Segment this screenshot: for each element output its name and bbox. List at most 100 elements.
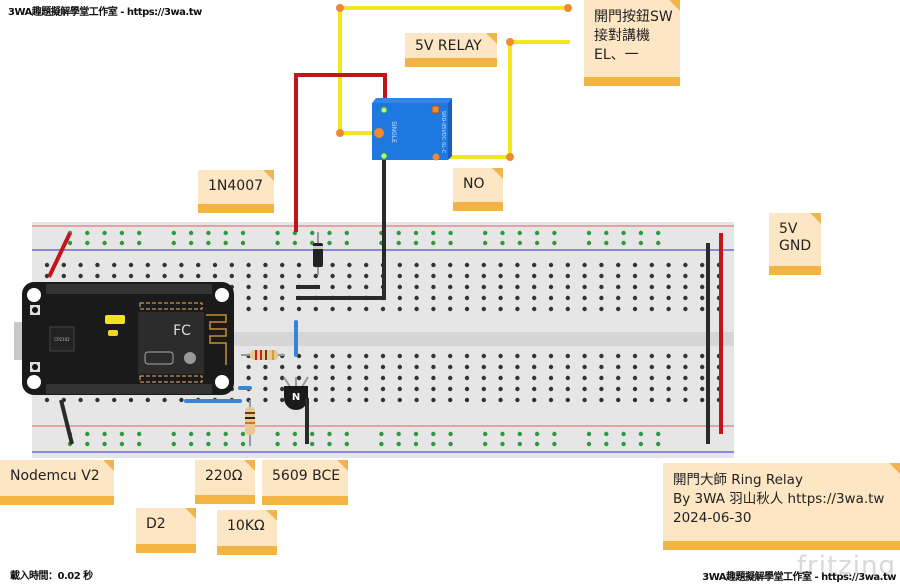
breadboard-hole [280,284,285,290]
breadboard-hole [548,375,554,381]
note-d2[interactable]: D2 [136,508,196,553]
breadboard-hole [263,386,268,392]
breadboard-hole [330,397,335,403]
wire-end [564,4,572,12]
note-transistor[interactable]: 5609 BCE [262,460,348,505]
breadboard-hole [599,273,604,279]
breadboard-hole [666,353,671,359]
note-nodemcu[interactable]: Nodemcu V2 [0,460,114,505]
breadboard-hole [517,441,522,447]
breadboard-hole [582,353,587,359]
breadboard-hole [448,306,453,312]
breadboard-hole [229,262,234,268]
breadboard-hole [364,353,369,359]
breadboard-hole [171,240,176,246]
breadboard-hole [431,284,436,290]
breadboard-hole [649,386,654,392]
breadboard-hole [128,397,134,403]
breadboard-hole [498,262,503,268]
note-text: 1N4007 [208,178,264,194]
breadboard-hole [586,240,592,246]
note-diode[interactable]: 1N4007 [198,170,274,213]
breadboard-hole [632,262,638,268]
transistor-5609: N [283,376,309,410]
breadboard-hole [464,273,470,279]
breadboard-hole [481,386,486,392]
note-r220[interactable]: 220Ω [195,460,255,504]
breadboard-hole [330,386,335,392]
breadboard-hole [448,240,453,246]
breadboard-hole [179,262,184,268]
breadboard-hole [330,306,335,312]
breadboard-hole [188,230,194,236]
breadboard-hole [240,441,246,447]
breadboard-hole [599,364,604,370]
breadboard-hole [638,240,644,246]
breadboard-hole [498,364,503,370]
breadboard-hole [44,262,50,268]
breadboard-hole [586,431,592,437]
breadboard-hole [344,441,349,447]
wire-black-gnd [59,399,74,445]
note-r10k[interactable]: 10KΩ [217,510,277,555]
breadboard-hole [263,364,268,370]
breadboard-hole [548,284,554,290]
breadboard-hole [666,273,671,279]
breadboard-hole [464,262,470,268]
breadboard-hole [599,397,604,403]
breadboard-hole [379,441,384,447]
breadboard-hole [112,273,117,279]
relay-body [372,103,448,160]
relay-pin [380,106,388,114]
breadboard-hole [649,262,654,268]
breadboard-hole [500,441,505,447]
note-title[interactable]: 開門大師 Ring Relay By 3WA 羽山秋人 https://3wa.… [663,463,900,550]
breadboard-hole [448,295,453,301]
breadboard-hole [616,364,621,370]
header-bottom [46,384,212,394]
note-power[interactable]: 5V GND [769,213,821,275]
note-text: Nodemcu V2 [10,468,100,484]
breadboard-hole [621,230,626,236]
breadboard-hole [431,295,436,301]
note-relay[interactable]: 5V RELAY [405,33,497,67]
breadboard-hole [616,284,621,290]
breadboard-hole [431,240,436,246]
breadboard-hole [246,306,251,312]
breadboard-hole [330,284,335,290]
breadboard-hole [532,353,537,359]
breadboard-hole [330,353,335,359]
breadboard-hole [78,262,83,268]
relay-label: SINGLE [390,121,397,143]
breadboard-hole [240,431,246,437]
resistor-band [265,350,267,360]
note-switch[interactable]: 開門按鈕SW 接對講機 EL、一 [584,0,680,86]
breadboard-hole [347,353,352,359]
breadboard-hole [162,397,167,403]
breadboard-hole [397,397,402,403]
note-fold [103,460,114,471]
breadboard-hole [78,273,83,279]
breadboard-hole [448,431,453,437]
note-fold [810,213,821,224]
breadboard-hole [582,273,587,279]
breadboard-hole [481,397,486,403]
breadboard-hole [481,273,486,279]
breadboard-hole [347,364,352,370]
breadboard-hole [380,397,386,403]
breadboard-hole [280,364,285,370]
breadboard-hole [67,240,73,246]
breadboard-hole [380,375,386,381]
breadboard-hole [565,375,570,381]
note-no[interactable]: NO [453,168,503,211]
breadboard-hole [246,375,251,381]
breadboard-hole [85,441,90,447]
breadboard-hole [515,295,520,301]
breadboard-hole [534,431,540,437]
note-fold [486,33,497,44]
breadboard-hole [240,230,246,236]
breadboard-hole [666,306,671,312]
breadboard-hole [483,441,488,447]
wifi-antenna [206,314,227,365]
cp2102-chip [49,326,75,352]
